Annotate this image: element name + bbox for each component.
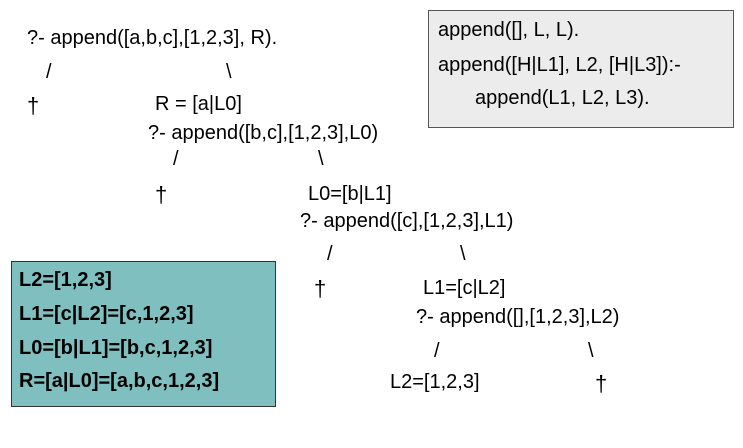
root-query: ?- append([a,b,c],[1,2,3], R).: [27, 27, 278, 49]
binding-l3: L1=[c|L2]: [423, 277, 506, 299]
binding-l2: L0=[b|L1]: [308, 183, 392, 205]
branch-right-l2: \: [318, 148, 324, 170]
result-l1: L1=[c|L2]=[c,1,2,3]: [19, 303, 194, 325]
branch-left-l3: /: [327, 243, 333, 265]
result-l0: L0=[b|L1]=[b,c,1,2,3]: [19, 337, 213, 359]
branch-right-l3: \: [460, 243, 466, 265]
branch-right-l4: \: [588, 340, 594, 362]
result-l2: L2=[1,2,3]: [19, 269, 112, 291]
fail-marker-l3: †: [314, 276, 327, 301]
rules-box: append([], L, L). append([H|L1], L2, [H|…: [428, 10, 734, 128]
rule-base-case: append([], L, L).: [438, 19, 580, 41]
fail-marker-l4: †: [595, 371, 608, 396]
result-r: R=[a|L0]=[a,b,c,1,2,3]: [19, 370, 220, 392]
fail-marker-l1: †: [27, 93, 40, 118]
branch-right-l1: \: [226, 61, 232, 83]
branch-left-l1: /: [46, 61, 52, 83]
query-l3: ?- append([],[1,2,3],L2): [416, 306, 620, 328]
rule-recursive-body: append(L1, L2, L3).: [475, 87, 650, 109]
branch-left-l2: /: [173, 148, 179, 170]
results-box: L2=[1,2,3] L1=[c|L2]=[c,1,2,3] L0=[b|L1]…: [11, 261, 276, 407]
rule-recursive-head: append([H|L1], L2, [H|L3]):-: [438, 54, 681, 76]
fail-marker-l2: †: [155, 182, 168, 207]
branch-left-l4: /: [434, 340, 440, 362]
success-binding-l4: L2=[1,2,3]: [390, 371, 480, 393]
binding-l1: R = [a|L0]: [155, 93, 242, 115]
query-l2: ?- append([c],[1,2,3],L1): [300, 210, 514, 232]
query-l1: ?- append([b,c],[1,2,3],L0): [148, 122, 379, 144]
